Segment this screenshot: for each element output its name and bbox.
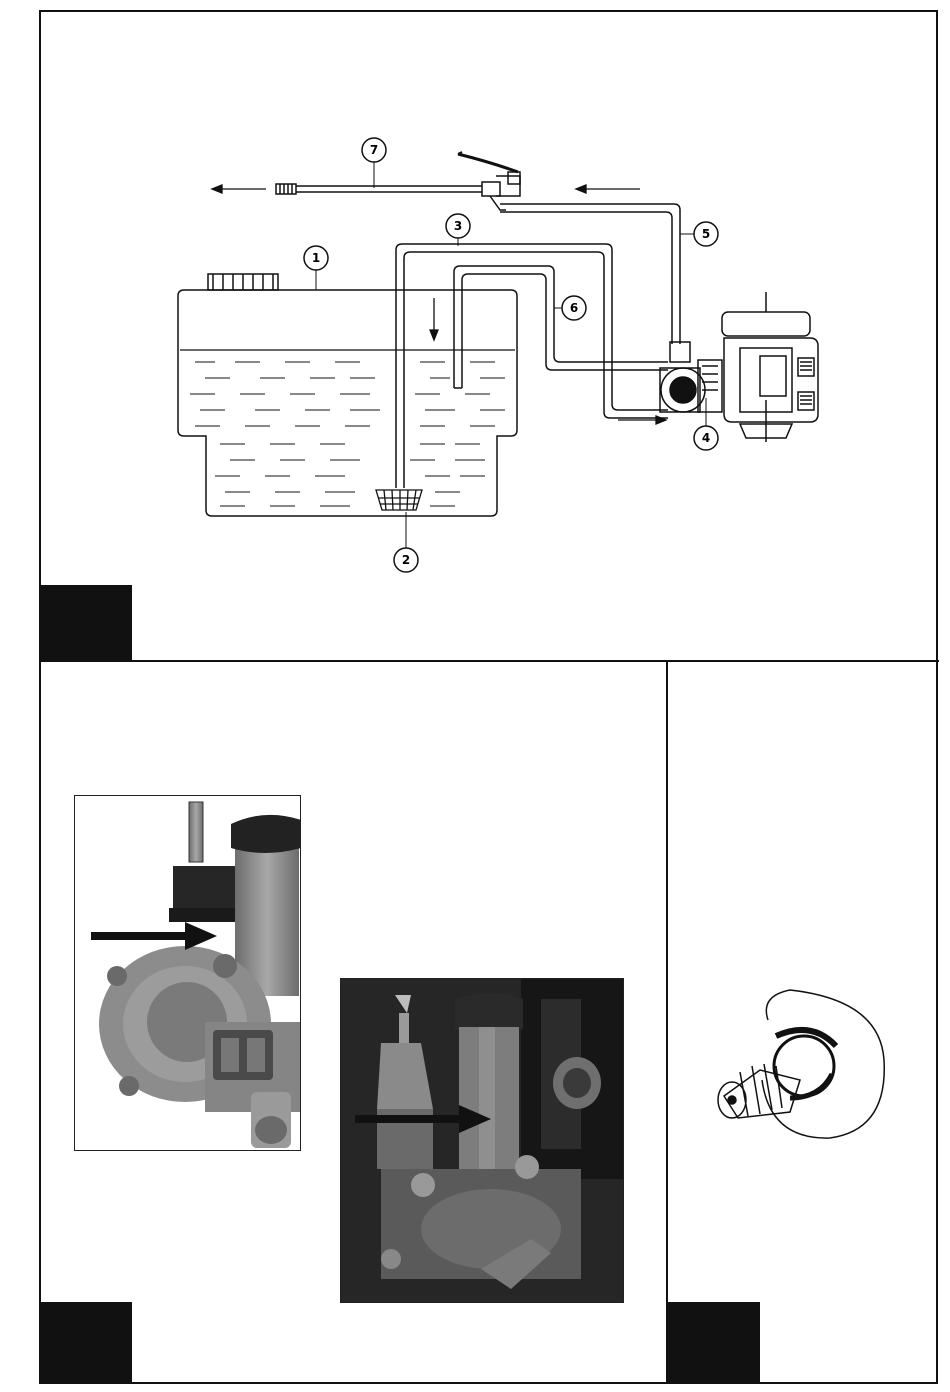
flow-arrows [212,185,666,424]
callout-2: 2 [394,512,418,572]
callout-labels: 1 2 3 4 5 6 7 [304,138,718,572]
arrow-right-icon [341,979,624,1303]
svg-text:6: 6 [570,301,578,315]
liquid-hatching [190,362,505,506]
svg-text:5: 5 [702,227,710,241]
tank-outline [178,290,517,516]
pump-photo-right [340,978,624,1303]
spray-lance [276,152,520,210]
pump [660,342,722,412]
svg-text:4: 4 [702,431,710,445]
arrow-right-icon [75,796,301,1151]
svg-text:7: 7 [370,143,378,157]
section-tab-3 [668,1302,760,1382]
section-divider-vertical [666,660,668,1384]
filter-basket [376,490,422,510]
pump-photo-left [74,795,301,1151]
callout-6: 6 [554,296,586,320]
section-tab-2 [41,1302,132,1382]
sprayer-plumbing-diagram: 1 2 3 4 5 6 7 [0,0,950,660]
svg-text:2: 2 [402,553,410,567]
callout-1: 1 [304,246,328,290]
return-hose [454,266,668,388]
suction-hose [396,244,668,488]
svg-text:3: 3 [454,219,462,233]
section-divider-horizontal [39,660,939,662]
callout-7: 7 [362,138,386,188]
svg-text:1: 1 [312,251,320,265]
callout-5: 5 [680,222,718,246]
callout-3: 3 [446,214,470,246]
engine [722,292,818,442]
